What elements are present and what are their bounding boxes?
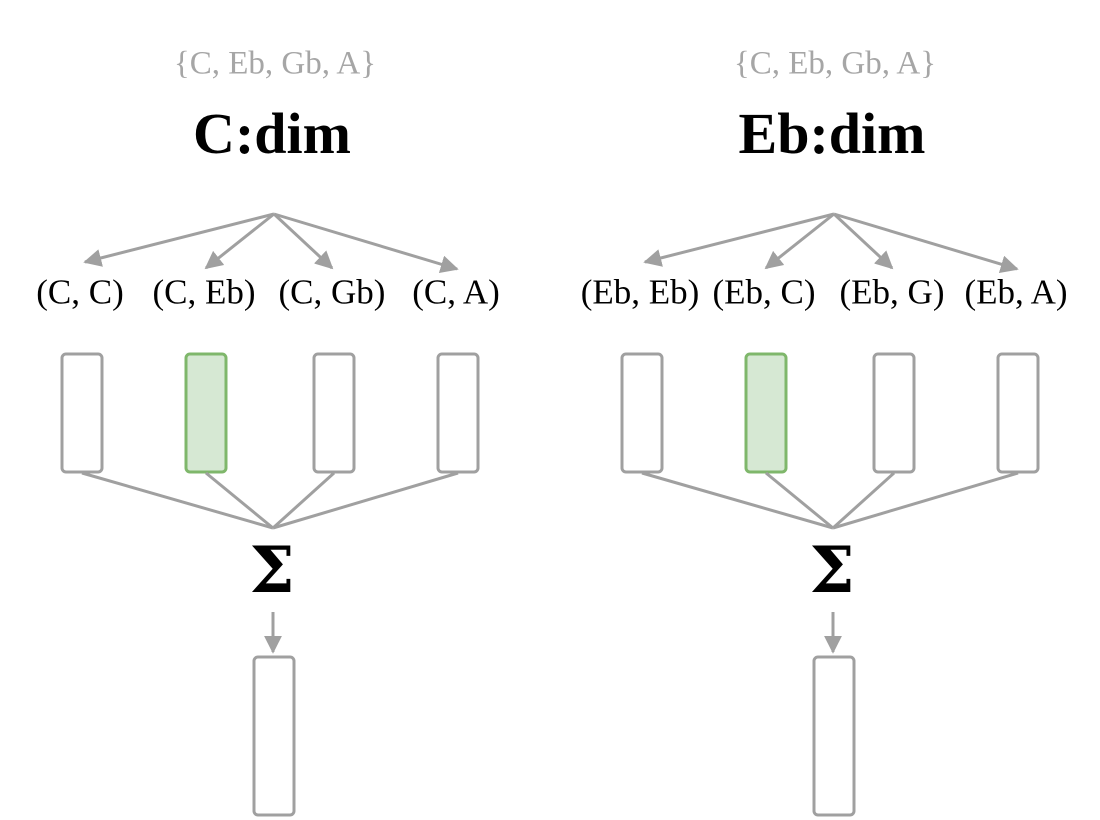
chord-title: Eb:dim xyxy=(738,101,926,166)
embedding-vector xyxy=(620,352,664,474)
arrow-to-pair xyxy=(273,212,459,273)
embedding-vector-highlighted xyxy=(744,352,788,474)
sum-connector xyxy=(81,471,274,530)
arrow-to-pair xyxy=(833,212,1019,273)
sum-connector xyxy=(765,471,834,530)
embedding-vector xyxy=(312,352,356,474)
sum-symbol: Σ xyxy=(809,533,855,608)
sum-connector xyxy=(832,471,1019,530)
embedding-vector xyxy=(996,352,1040,474)
embedding-vector xyxy=(436,352,480,474)
sum-symbol: Σ xyxy=(249,533,295,608)
pair-label: (C, Eb) xyxy=(152,272,256,312)
arrow-to-pair xyxy=(272,212,334,270)
pair-label: (C, C) xyxy=(36,272,124,312)
pair-label: (Eb, A) xyxy=(964,272,1068,312)
arrow-to-pair xyxy=(832,212,894,270)
embedding-vector-highlighted xyxy=(184,352,228,474)
sum-connector xyxy=(271,471,336,530)
arrow-to-pair xyxy=(83,212,275,267)
sum-connector xyxy=(831,471,896,530)
output-vector xyxy=(812,655,856,817)
chord-title: C:dim xyxy=(193,101,351,166)
arrow-to-pair xyxy=(204,212,275,270)
arrow-to-pair xyxy=(643,212,835,267)
sum-connector xyxy=(641,471,834,530)
pair-label: (Eb, G) xyxy=(839,272,945,312)
pair-label: (Eb, C) xyxy=(712,272,816,312)
sum-connector xyxy=(272,471,459,530)
embedding-vector xyxy=(872,352,916,474)
sum-connector xyxy=(205,471,274,530)
pair-label: (C, A) xyxy=(412,272,500,312)
pitch-set-label: {C, Eb, Gb, A} xyxy=(733,45,937,82)
embedding-vector xyxy=(60,352,104,474)
arrow-to-pair xyxy=(764,212,835,270)
pair-label: (Eb, Eb) xyxy=(580,272,700,312)
pitch-set-label: {C, Eb, Gb, A} xyxy=(173,45,377,82)
output-vector xyxy=(252,655,296,817)
pair-label: (C, Gb) xyxy=(278,272,386,312)
